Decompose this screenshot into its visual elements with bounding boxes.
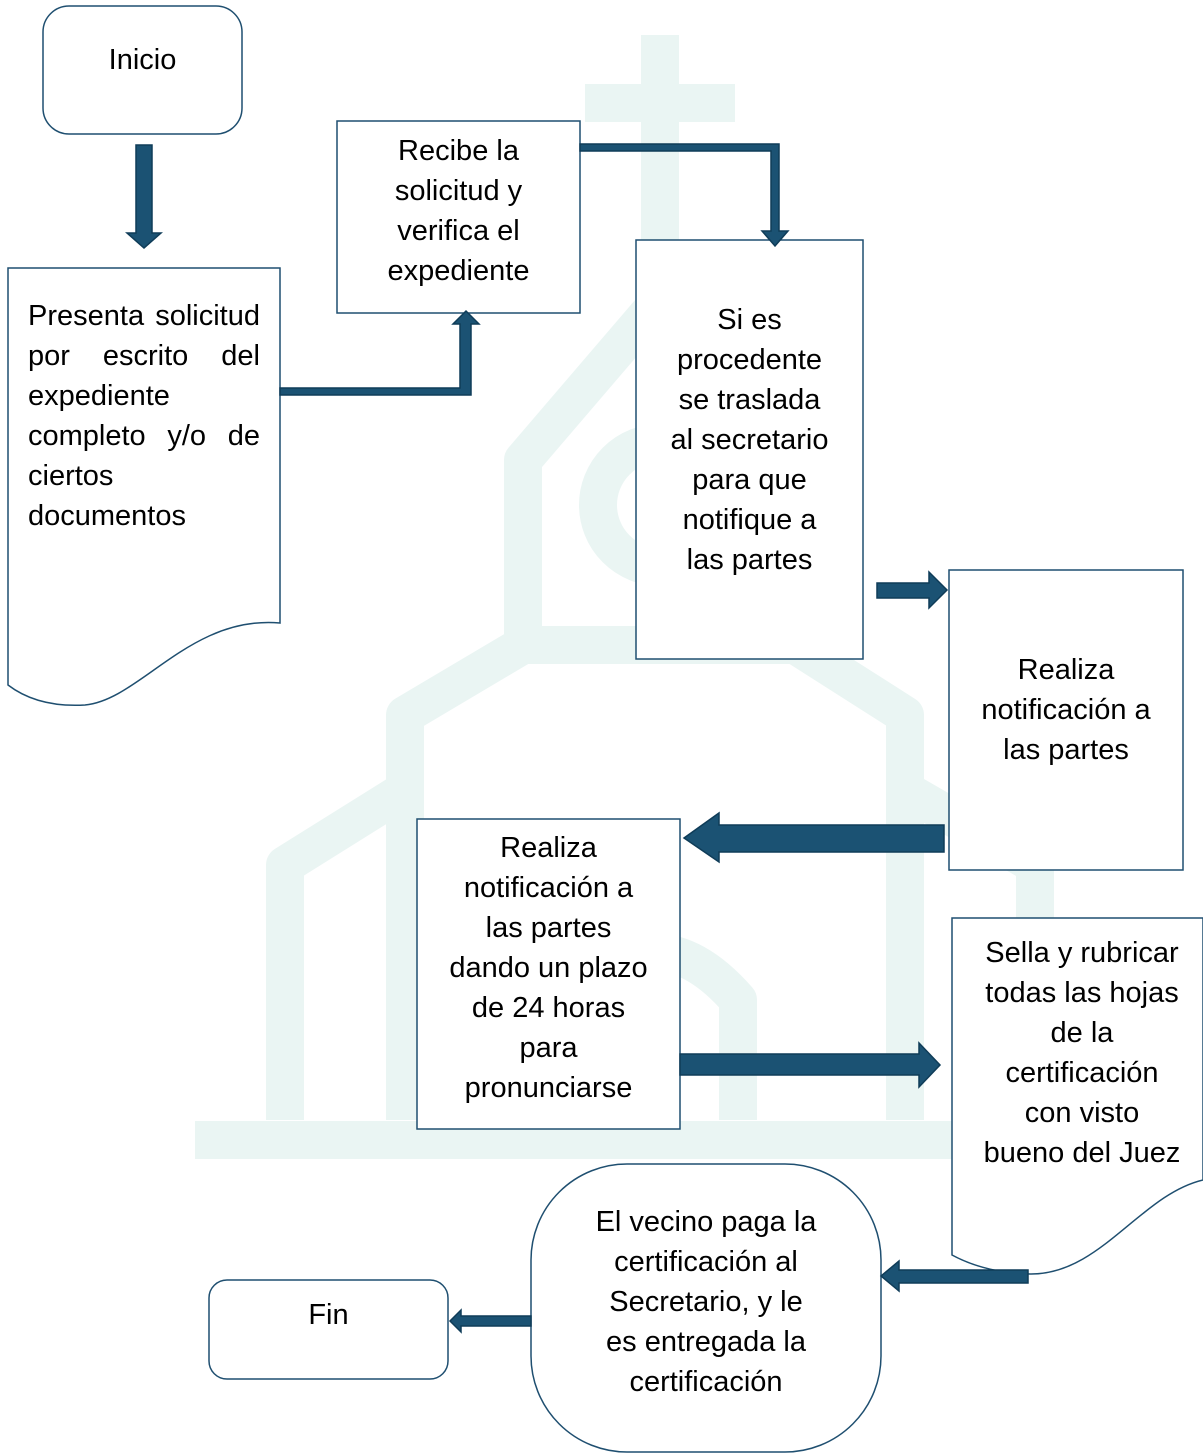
vecino-label: El vecino paga la certificación al Secre… — [595, 1206, 817, 1398]
procedente-label: Si es procedente se traslada al secretar… — [670, 304, 829, 576]
realiza2-label: Realiza notificación a las partes dando … — [449, 832, 648, 1104]
presenta-label: Presenta solicitud por escrito del exped… — [28, 300, 260, 532]
arrow-realiza2-to-sella — [679, 1041, 942, 1089]
inicio-label: Inicio — [108, 44, 177, 76]
arrow-presenta-to-recibe — [279, 309, 481, 396]
recibe-shape — [336, 120, 581, 314]
realiza1-shape — [948, 569, 1184, 871]
vecino-shape — [530, 1163, 882, 1453]
inicio-shape — [42, 5, 243, 135]
watermark-left-wing — [266, 773, 416, 1120]
arrow-realiza1-to-realiza2 — [682, 811, 945, 864]
fin-shape — [208, 1279, 449, 1380]
fin-label: Fin — [308, 1299, 349, 1331]
arrow-recibe-to-procedente — [579, 143, 790, 248]
sella-document-shape — [951, 917, 1203, 1275]
recibe-label: Recibe la solicitud y verifica el expedi… — [387, 135, 530, 287]
presenta-document-shape — [7, 267, 281, 707]
procedente-shape — [635, 239, 864, 660]
arrow-sella-to-vecino — [879, 1259, 1029, 1293]
arrow-inicio-to-presenta — [125, 144, 163, 250]
realiza2-shape — [416, 818, 681, 1130]
arrow-procedente-to-realiza1 — [876, 570, 949, 610]
arrow-vecino-to-fin — [448, 1308, 532, 1334]
sella-label: Sella y rubricar todas las hojas de la c… — [983, 937, 1181, 1169]
realiza1-label: Realiza notificación a las partes — [981, 654, 1151, 766]
